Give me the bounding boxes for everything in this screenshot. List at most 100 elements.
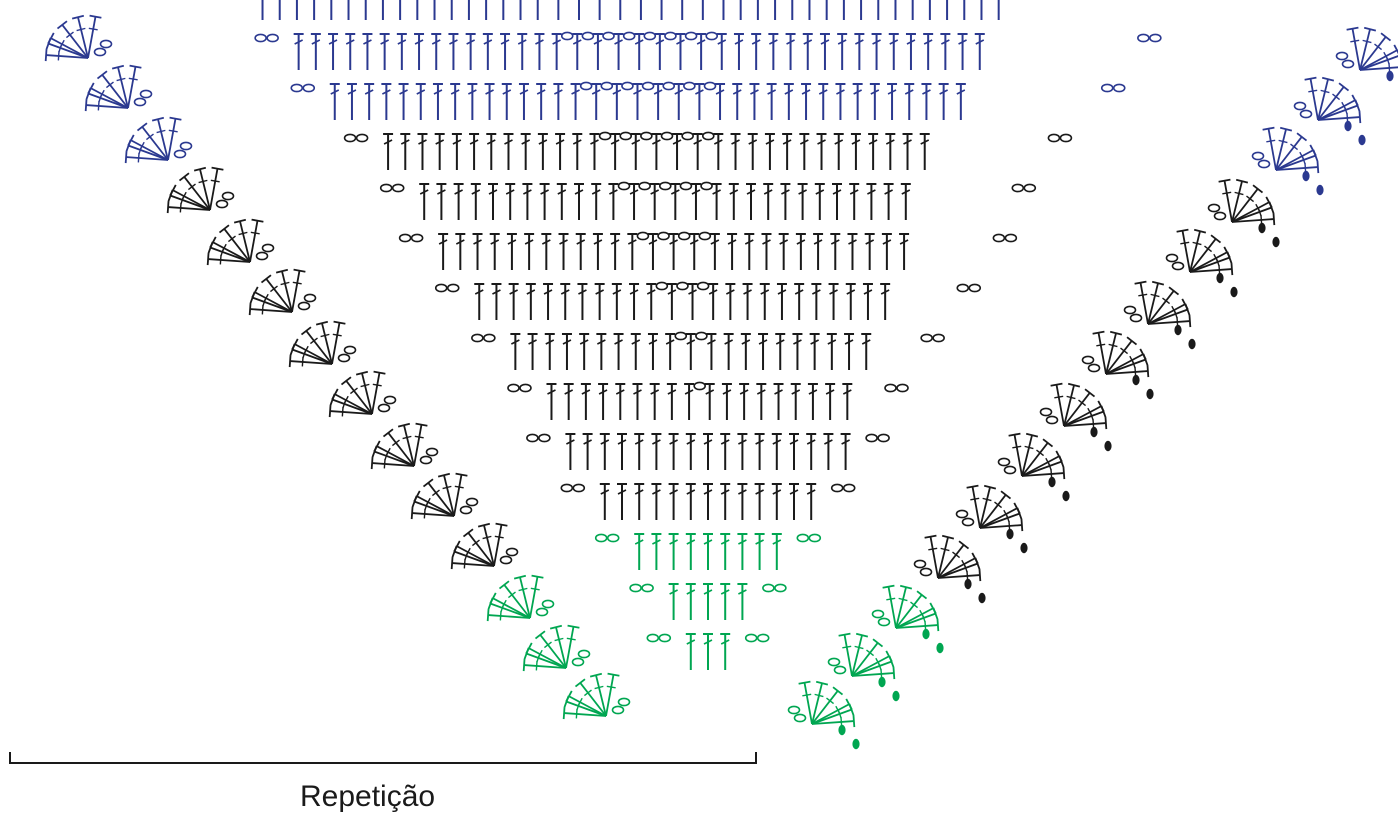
chain-stitch bbox=[871, 609, 885, 619]
double-crochet-bar bbox=[741, 339, 751, 345]
fan-stitch bbox=[1105, 370, 1148, 375]
fan-stitch-bar bbox=[583, 689, 592, 697]
double-crochet-bar bbox=[452, 139, 462, 145]
double-crochet-bar bbox=[880, 289, 890, 295]
double-crochet-bar bbox=[363, 39, 372, 45]
fan-stitch-bar bbox=[982, 497, 992, 502]
fan-stitch-bar bbox=[320, 333, 330, 338]
fan-stitch bbox=[330, 410, 373, 415]
fan-stitch-top bbox=[1000, 490, 1012, 500]
double-crochet-bar bbox=[431, 39, 441, 45]
fan-stitch-bar bbox=[1024, 445, 1034, 450]
fan-stitch-top bbox=[815, 680, 829, 686]
fan-stitch-bar bbox=[303, 345, 309, 355]
fan-stitch bbox=[1021, 472, 1064, 477]
left-shell bbox=[288, 320, 357, 368]
fan-stitch-bar bbox=[518, 587, 528, 592]
double-crochet-bar bbox=[695, 89, 704, 95]
fan-stitch-top bbox=[151, 116, 165, 122]
double-crochet-bar bbox=[755, 489, 764, 495]
double-crochet-bar bbox=[686, 539, 696, 545]
chain-stitch bbox=[446, 283, 460, 293]
slip-stitch bbox=[838, 724, 846, 736]
double-crochet-bar bbox=[492, 289, 501, 295]
double-crochet-bar bbox=[885, 139, 895, 145]
repeat-label: Repetição bbox=[300, 780, 436, 813]
slip-stitch bbox=[1048, 476, 1056, 488]
fan-stitch-bar bbox=[88, 27, 98, 31]
double-crochet-bar bbox=[591, 89, 601, 95]
chain-stitch bbox=[606, 533, 620, 543]
double-crochet-bar bbox=[799, 139, 809, 145]
fan-stitch bbox=[183, 176, 211, 211]
fan-stitch-top bbox=[193, 166, 207, 172]
fan-stitch bbox=[895, 624, 938, 629]
fan-stitch bbox=[1231, 180, 1243, 223]
double-crochet-bar bbox=[686, 339, 696, 345]
double-crochet-bar bbox=[746, 189, 756, 195]
fan-stitch-bar bbox=[402, 435, 412, 440]
fan-stitch-bar bbox=[575, 709, 578, 719]
fan-stitch bbox=[971, 486, 981, 529]
chain-stitch bbox=[679, 181, 693, 191]
fan-stitch bbox=[579, 682, 607, 717]
fan-stitch-bar bbox=[535, 661, 538, 671]
double-crochet-bar bbox=[836, 89, 845, 95]
double-crochet-bar bbox=[755, 539, 764, 545]
double-crochet-bar bbox=[633, 389, 642, 395]
fan-stitch bbox=[1275, 128, 1287, 171]
fan-stitch-bar bbox=[1278, 139, 1288, 144]
double-crochet-bar bbox=[612, 289, 622, 295]
double-crochet-bar bbox=[975, 39, 985, 45]
double-crochet-bar bbox=[490, 239, 500, 245]
fan-stitch-bar bbox=[139, 141, 145, 151]
fan-stitch-top bbox=[169, 184, 177, 196]
fan-stitch-top bbox=[1316, 161, 1320, 174]
left-shell bbox=[248, 268, 317, 316]
fan-stitch-top bbox=[477, 522, 491, 528]
fan-stitch-top bbox=[1321, 76, 1335, 82]
left-shell bbox=[328, 370, 397, 418]
fan-stitch bbox=[1275, 136, 1303, 171]
double-crochet-bar bbox=[923, 39, 933, 45]
slip-stitch bbox=[852, 738, 860, 750]
chain-stitch bbox=[1257, 159, 1271, 169]
fan-stitch-top bbox=[211, 166, 224, 171]
double-crochet-bar bbox=[832, 189, 842, 195]
fan-stitch bbox=[895, 607, 934, 629]
fan-stitch bbox=[1189, 230, 1201, 273]
double-crochet-bar bbox=[817, 139, 826, 145]
fan-stitch-top bbox=[565, 690, 573, 702]
fan-stitch-top bbox=[1092, 330, 1105, 335]
double-crochet-bar bbox=[861, 339, 871, 345]
fan-stitch-top bbox=[966, 484, 979, 489]
slip-stitch bbox=[1386, 70, 1394, 82]
fan-stitch-bar bbox=[961, 559, 967, 569]
fan-stitch bbox=[1105, 358, 1146, 375]
fan-stitch bbox=[208, 258, 251, 263]
double-crochet-bar bbox=[922, 89, 931, 95]
fan-stitch-bar bbox=[301, 357, 304, 367]
double-crochet-bar bbox=[576, 239, 586, 245]
fan-stitch-top bbox=[462, 528, 474, 538]
right-shell bbox=[997, 432, 1070, 502]
chain-stitch bbox=[662, 81, 676, 91]
fan-stitch-bar bbox=[1204, 245, 1213, 253]
double-crochet-bar bbox=[593, 239, 603, 245]
fan-stitch-top bbox=[607, 672, 620, 677]
double-crochet-bar bbox=[762, 239, 771, 245]
chain-stitch bbox=[507, 383, 520, 393]
chain-stitch bbox=[787, 705, 801, 715]
chart-row bbox=[646, 633, 770, 670]
fan-stitch-top bbox=[96, 70, 108, 80]
fan-stitch-bar bbox=[1234, 191, 1244, 196]
double-crochet-bar bbox=[899, 239, 909, 245]
fan-stitch bbox=[1021, 442, 1049, 477]
fan-stitch bbox=[412, 512, 455, 517]
double-crochet-bar bbox=[419, 189, 429, 195]
fan-stitch bbox=[1351, 28, 1361, 71]
fan-stitch bbox=[291, 270, 301, 313]
fan-stitch-bar bbox=[1129, 355, 1135, 365]
double-crochet-bar bbox=[744, 239, 754, 245]
fan-stitch-top bbox=[531, 574, 544, 579]
